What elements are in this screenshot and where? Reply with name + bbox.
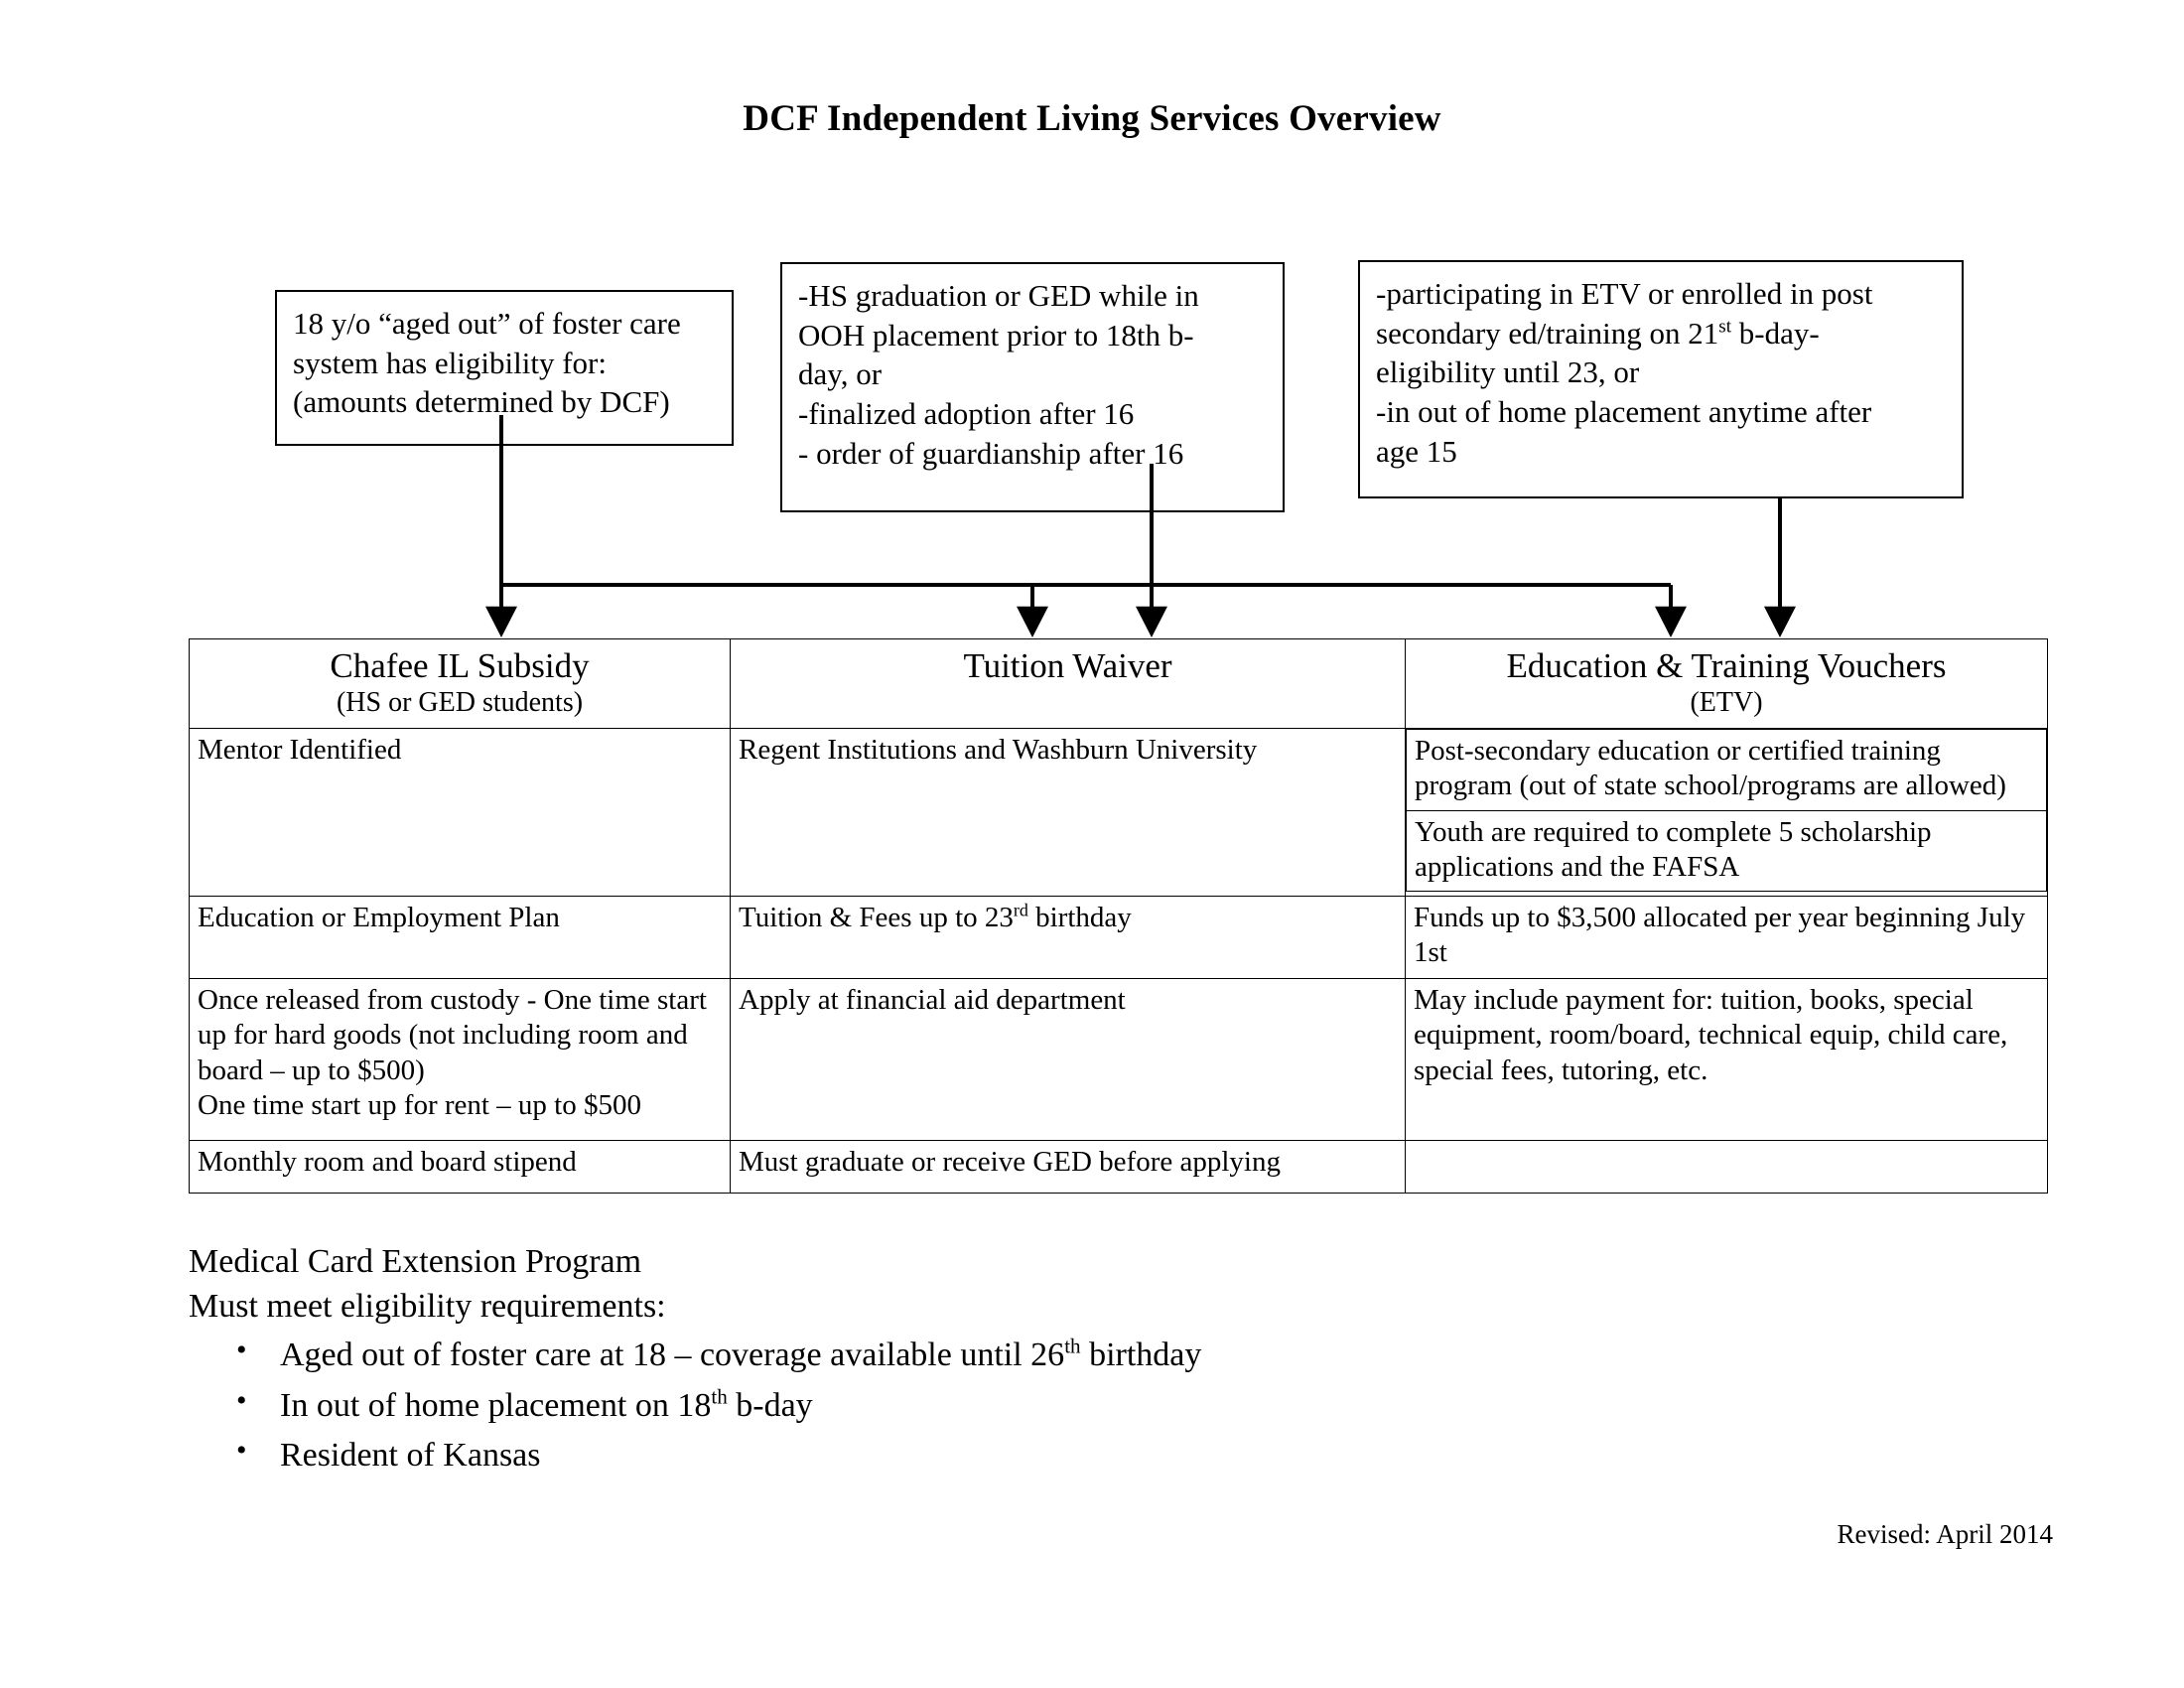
condition-line: eligibility until 23, or <box>1376 354 1640 390</box>
cell-tuition-apply: Apply at financial aid department <box>730 977 1406 1141</box>
table-row: Monthly room and board stipend Must grad… <box>189 1139 2048 1194</box>
condition-line: - order of guardianship after 16 <box>798 435 1184 471</box>
cell-chafee-startup: Once released from custody - One time st… <box>189 977 731 1141</box>
cell-etv-scholarships: Youth are required to complete 5 scholar… <box>1406 809 2047 893</box>
condition-line: system has eligibility for: <box>293 345 607 380</box>
column-header-title: Tuition Waiver <box>963 646 1172 685</box>
condition-line: -finalized adoption after 16 <box>798 396 1135 432</box>
eligibility-bullet-list: Aged out of foster care at 18 – coverage… <box>189 1331 1876 1477</box>
table-row: Once released from custody - One time st… <box>189 977 2048 1141</box>
list-item: Resident of Kansas <box>236 1431 1876 1477</box>
cell-etv-postsecondary: Post-secondary education or certified tr… <box>1406 728 2047 811</box>
condition-box-etv-enrollment: -participating in ETV or enrolled in pos… <box>1358 260 1964 498</box>
condition-line: (amounts determined by DCF) <box>293 384 670 420</box>
column-header-chafee: Chafee IL Subsidy (HS or GED students) <box>189 638 731 729</box>
etv-subrow: Post-secondary education or certified tr… <box>1406 728 2047 811</box>
cell-chafee-mentor: Mentor Identified <box>189 727 731 897</box>
column-header-subtitle: (ETV) <box>1690 687 1763 719</box>
medical-section-subheading: Must meet eligibility requirements: <box>189 1288 666 1326</box>
condition-line: -HS graduation or GED while in <box>798 278 1199 313</box>
list-item: In out of home placement on 18th b-day <box>236 1381 1876 1428</box>
cell-etv-group: Post-secondary education or certified tr… <box>1405 727 2048 897</box>
medical-section-heading: Medical Card Extension Program <box>189 1243 642 1280</box>
condition-line: secondary ed/training on 21st b-day- <box>1376 315 1820 351</box>
cell-chafee-education-plan: Education or Employment Plan <box>189 895 731 979</box>
program-comparison-table: Chafee IL Subsidy (HS or GED students) T… <box>189 638 2048 1194</box>
condition-line: -participating in ETV or enrolled in pos… <box>1376 276 1873 311</box>
cell-chafee-stipend: Monthly room and board stipend <box>189 1139 731 1194</box>
condition-box-education-completion: -HS graduation or GED while in OOH place… <box>780 262 1285 512</box>
column-header-title: Chafee IL Subsidy <box>330 646 590 685</box>
page-title: DCF Independent Living Services Overview <box>743 98 1441 139</box>
cell-etv-empty <box>1405 1139 2048 1194</box>
column-header-title: Education & Training Vouchers <box>1506 646 1947 685</box>
condition-box-aged-out: 18 y/o “aged out” of foster care system … <box>275 290 734 446</box>
cell-tuition-institutions: Regent Institutions and Washburn Univers… <box>730 727 1406 897</box>
cell-tuition-fees-age: Tuition & Fees up to 23rd birthday <box>730 895 1406 979</box>
list-item: Aged out of foster care at 18 – coverage… <box>236 1331 1876 1377</box>
condition-line: age 15 <box>1376 433 1457 469</box>
column-header-etv: Education & Training Vouchers (ETV) <box>1405 638 2048 729</box>
table-header-row: Chafee IL Subsidy (HS or GED students) T… <box>189 638 2048 729</box>
condition-line: 18 y/o “aged out” of foster care <box>293 306 681 341</box>
revised-date-note: Revised: April 2014 <box>1837 1519 2054 1549</box>
condition-line: OOH placement prior to 18th b- <box>798 317 1194 352</box>
column-header-tuition-waiver: Tuition Waiver <box>730 638 1406 729</box>
etv-subrow-table: Post-secondary education or certified tr… <box>1406 728 2047 893</box>
table-row: Mentor Identified Regent Institutions an… <box>189 727 2048 897</box>
column-header-subtitle: (HS or GED students) <box>336 687 584 719</box>
etv-subrow: Youth are required to complete 5 scholar… <box>1406 809 2047 893</box>
condition-line: day, or <box>798 356 883 392</box>
cell-tuition-graduate-req: Must graduate or receive GED before appl… <box>730 1139 1406 1194</box>
table-row: Education or Employment Plan Tuition & F… <box>189 895 2048 979</box>
condition-line: -in out of home placement anytime after <box>1376 394 1872 430</box>
cell-etv-funds: Funds up to $3,500 allocated per year be… <box>1405 895 2048 979</box>
medical-card-extension-section: Medical Card Extension Program Must meet… <box>189 1239 1876 1482</box>
cell-etv-payments: May include payment for: tuition, books,… <box>1405 977 2048 1141</box>
